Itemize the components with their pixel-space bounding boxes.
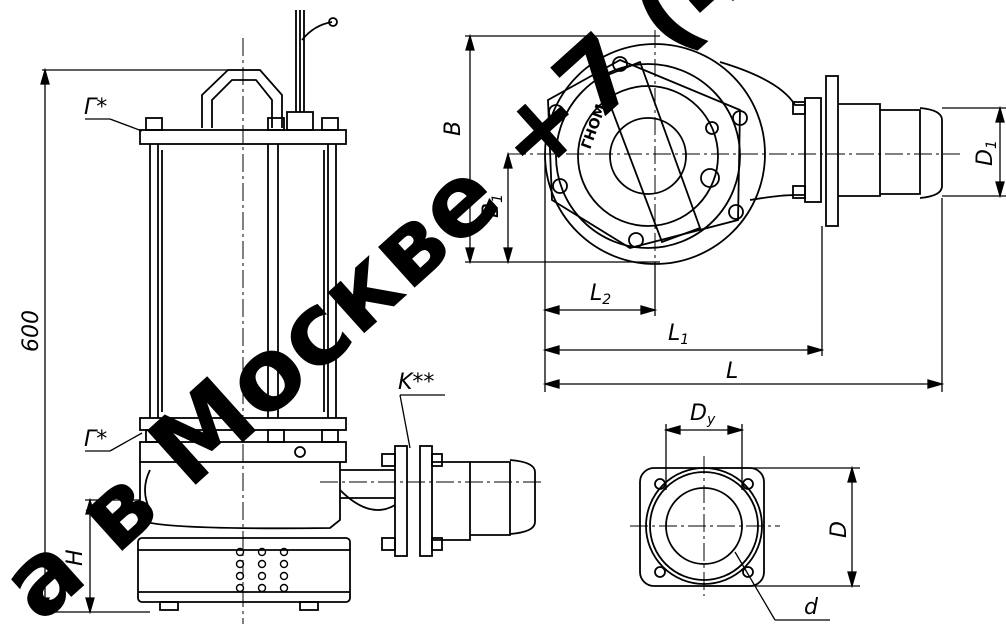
label-d-big: D	[827, 521, 852, 538]
label-k: K**	[398, 370, 434, 395]
label-d1: D1	[973, 140, 1000, 166]
label-l: L	[726, 359, 738, 384]
flange-view	[639, 467, 765, 587]
dimensions-flange	[663, 424, 860, 621]
label-b: B	[441, 121, 466, 136]
label-g-bottom: Г*	[84, 427, 107, 452]
dimension-h	[85, 497, 140, 615]
label-600: 600	[19, 310, 44, 352]
dimensions-top-view	[465, 33, 1006, 392]
label-dy: Dу	[690, 401, 716, 428]
label-d-small: d	[804, 595, 819, 620]
label-l1: L1	[668, 321, 689, 348]
label-g-top: Г*	[84, 95, 107, 120]
leader-lines	[85, 118, 445, 452]
dimension-600	[40, 67, 260, 615]
label-l2: L2	[590, 281, 611, 308]
label-b1: B1	[479, 194, 506, 218]
centre-lines	[242, 30, 960, 624]
label-h: H	[63, 549, 88, 566]
